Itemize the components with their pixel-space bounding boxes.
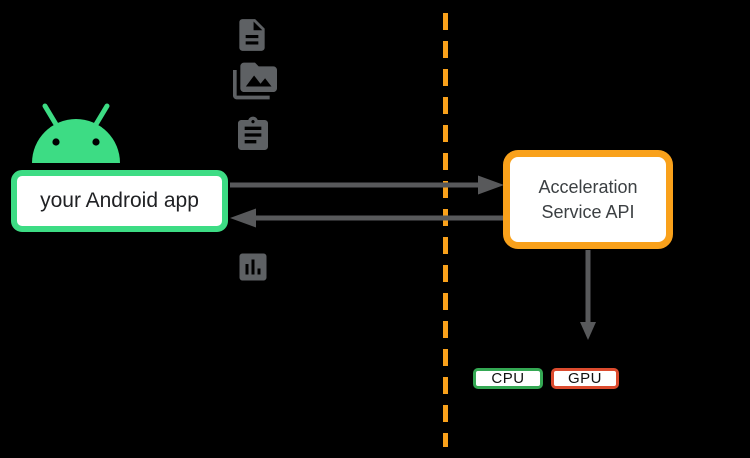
- clipboard-icon: [238, 116, 268, 150]
- android-left-eye: [52, 138, 60, 146]
- service-to-app-arrow: [230, 208, 503, 228]
- acceleration-service-label-line1: Acceleration: [538, 176, 638, 197]
- document-icon: [239, 19, 265, 51]
- app-to-service-arrow: [230, 175, 504, 195]
- android-robot-head: [32, 103, 120, 163]
- gpu-box: GPU: [551, 368, 619, 389]
- acceleration-service-box: Acceleration Service API: [503, 150, 673, 249]
- image-library-icon: [233, 62, 277, 100]
- cpu-box: CPU: [473, 368, 543, 389]
- bar-chart-icon: [239, 253, 267, 281]
- android-antennae: [42, 103, 110, 129]
- android-right-eye: [92, 138, 100, 146]
- android-head-dome: [32, 119, 120, 163]
- android-app-box: your Android app: [11, 170, 228, 232]
- gpu-label: GPU: [567, 370, 602, 387]
- android-app-label: your Android app: [40, 189, 199, 212]
- cpu-label: CPU: [491, 370, 525, 387]
- acceleration-service-label-line2: Service API: [541, 201, 635, 222]
- service-to-hardware-arrow: [580, 250, 596, 340]
